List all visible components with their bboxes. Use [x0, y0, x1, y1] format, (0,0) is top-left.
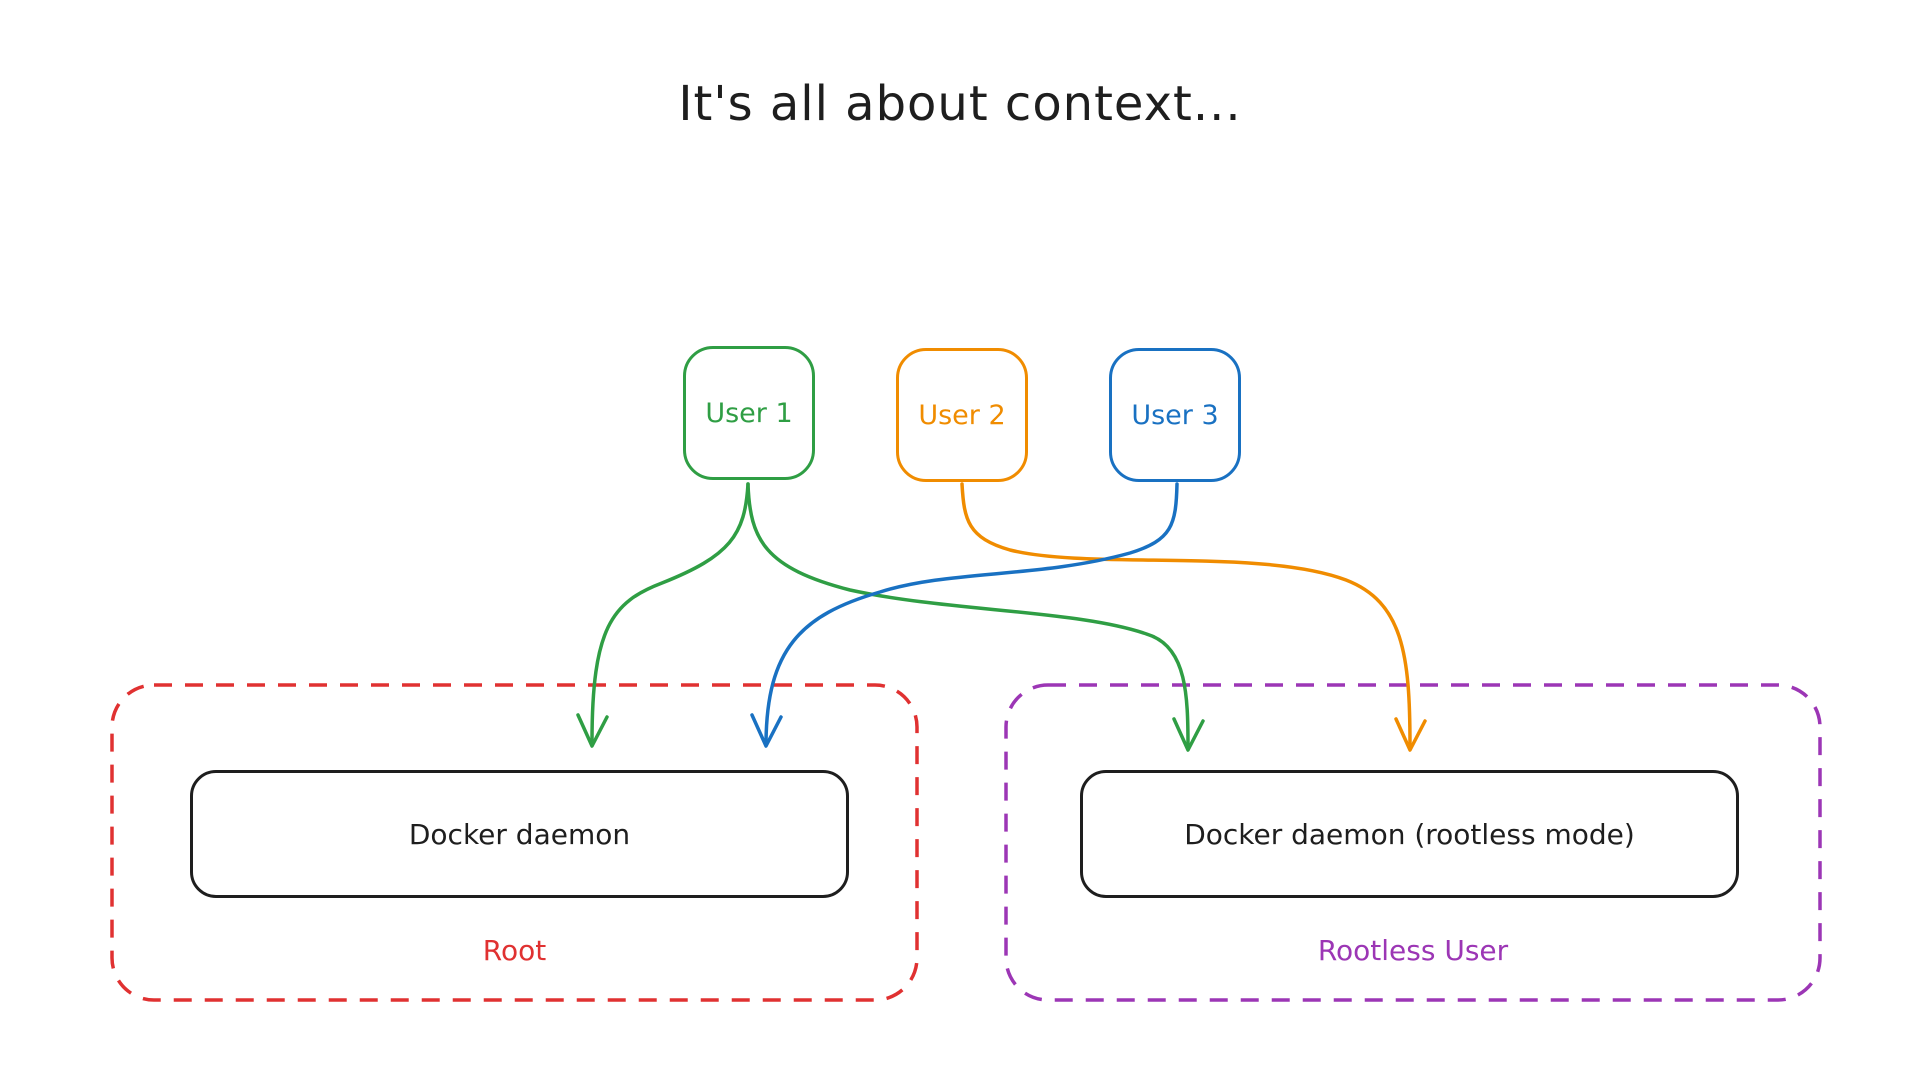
user-3-box: User 3 — [1109, 348, 1241, 482]
arrow-user1-to-rootless-daemon — [746, 482, 1190, 748]
arrowhead-user1-to-root-daemon — [576, 713, 609, 748]
arrow-user3-to-root-daemon — [764, 482, 1179, 744]
arrow-user1-to-root-daemon — [590, 482, 750, 744]
root-daemon-box: Docker daemon — [190, 770, 849, 898]
user-2-label: User 2 — [918, 399, 1006, 431]
arrowhead-user1-to-rootless-daemon — [1172, 717, 1205, 752]
rootless-daemon-box: Docker daemon (rootless mode) — [1080, 770, 1739, 898]
rootless-zone-boundary — [1004, 683, 1822, 1002]
arrowhead-user2-to-rootless-daemon — [1394, 717, 1427, 752]
root-zone-label: Root — [482, 933, 547, 967]
rootless-zone-label: Rootless User — [1317, 933, 1509, 967]
user-3-label: User 3 — [1131, 399, 1219, 431]
root-daemon-label: Docker daemon — [408, 817, 631, 851]
root-zone-boundary — [110, 683, 919, 1002]
page-title: It's all about context... — [678, 76, 1242, 132]
user-1-box: User 1 — [683, 346, 815, 480]
arrow-user2-to-rootless-daemon — [960, 482, 1412, 748]
arrowhead-user3-to-root-daemon — [750, 713, 783, 748]
user-2-box: User 2 — [896, 348, 1028, 482]
rootless-daemon-label: Docker daemon (rootless mode) — [1184, 817, 1635, 851]
user-1-label: User 1 — [705, 397, 793, 429]
